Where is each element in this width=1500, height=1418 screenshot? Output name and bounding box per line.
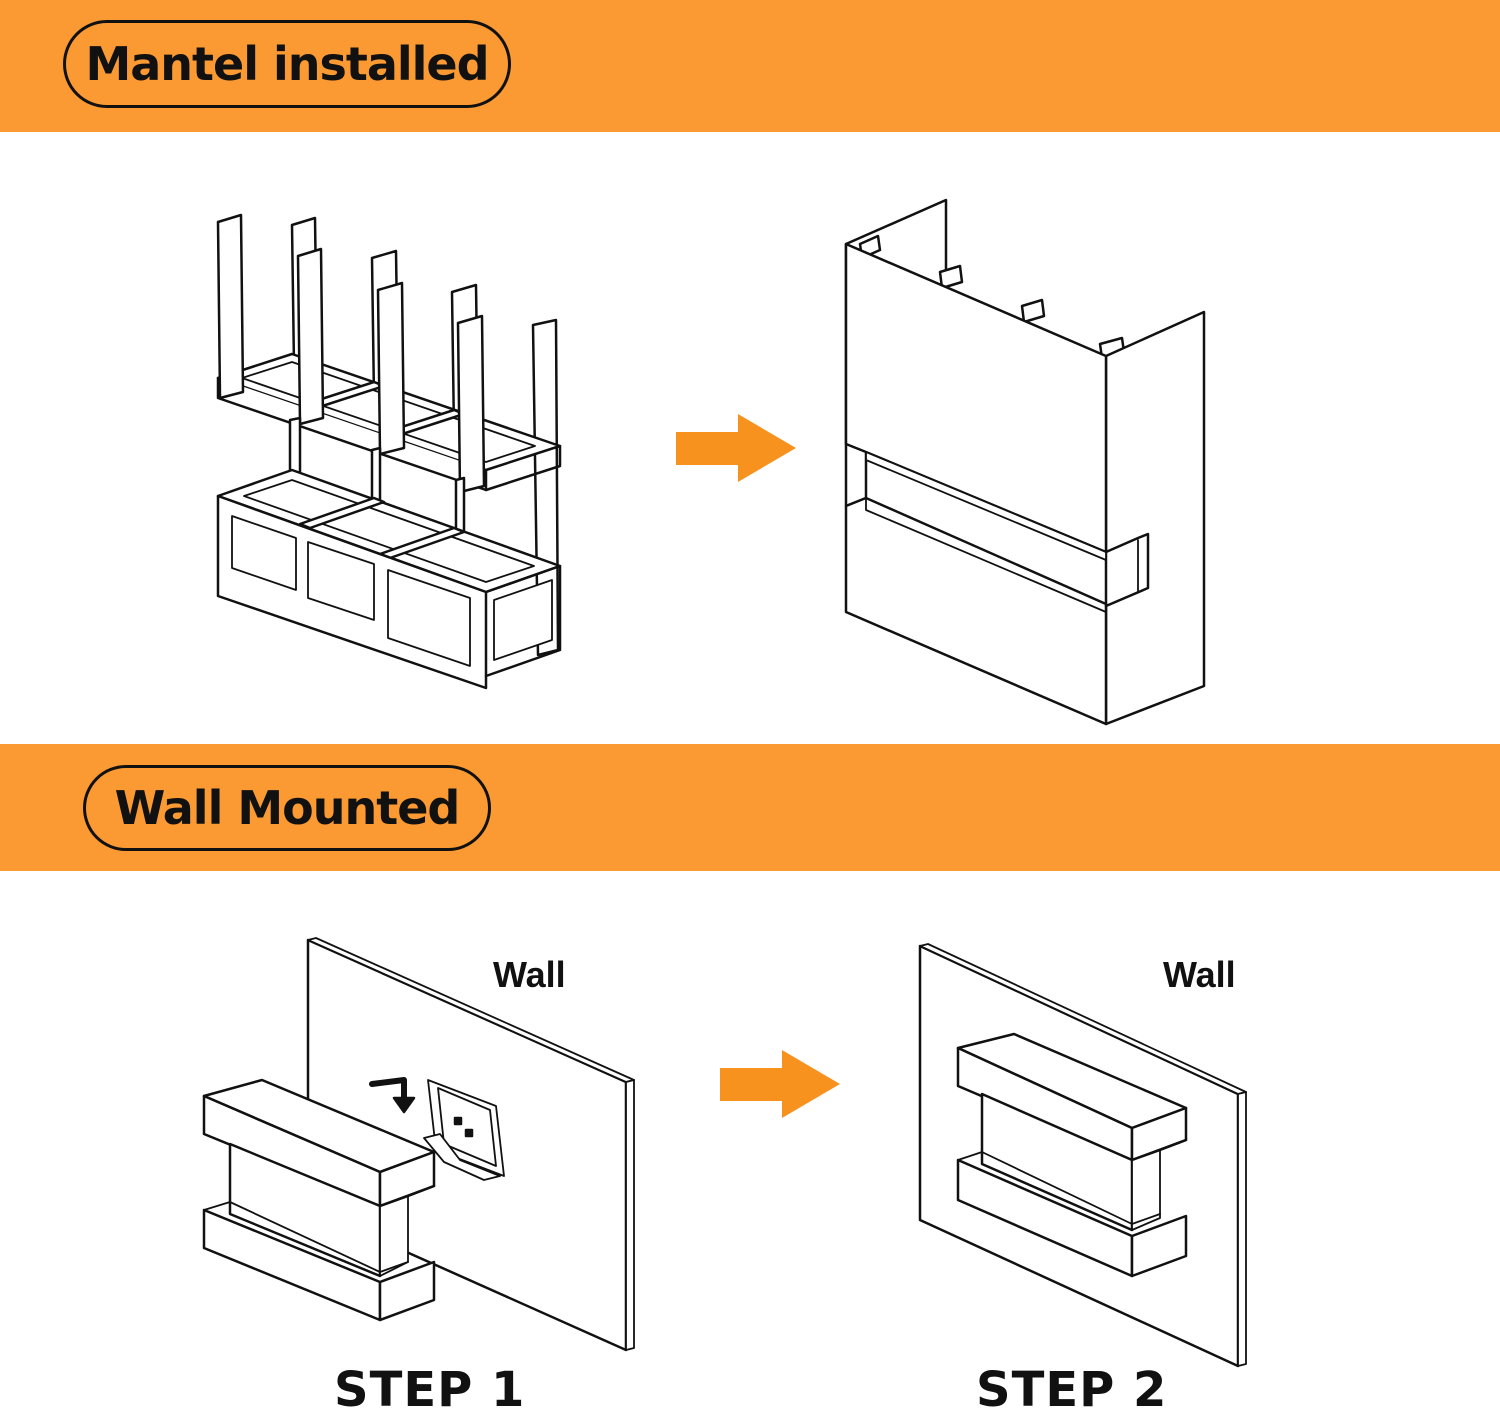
wall-step1 xyxy=(202,937,635,1352)
right-arrow-icon xyxy=(676,414,796,482)
mantel-box-icon xyxy=(844,198,1206,726)
step1-label: STEP 1 xyxy=(334,1362,526,1418)
fireplace-icon xyxy=(956,1032,1188,1278)
wall-step2 xyxy=(918,943,1247,1368)
fireplace-icon xyxy=(202,1078,436,1322)
right-arrow-icon xyxy=(720,1050,840,1118)
frame-icon xyxy=(216,213,562,690)
step2-label: STEP 2 xyxy=(976,1362,1168,1418)
turn-arrow-icon xyxy=(369,1077,416,1114)
section-title-mantel: Mantel installed xyxy=(63,20,511,108)
wall-bracket-icon xyxy=(423,1079,505,1181)
wall-label-step1: Wall xyxy=(493,954,566,995)
wall-label-step2: Wall xyxy=(1163,954,1236,995)
section-title-wall: Wall Mounted xyxy=(83,765,491,851)
